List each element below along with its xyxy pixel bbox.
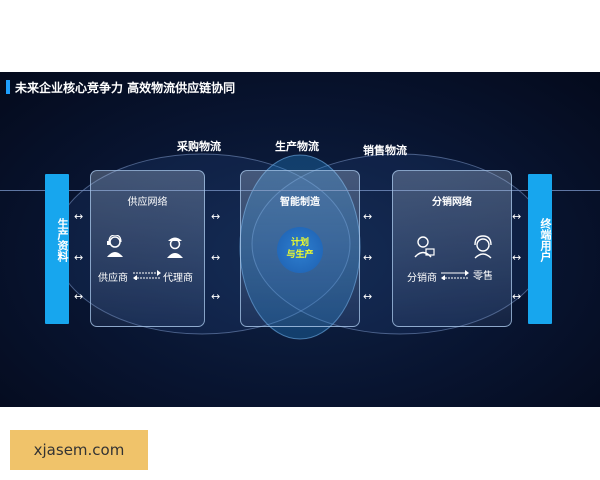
person-card-icon <box>414 236 435 258</box>
right-bar-label: 终端用户 <box>539 218 552 262</box>
watermark-text: xjasem.com <box>33 441 125 459</box>
distribution-network-title: 分销网络 <box>432 197 472 208</box>
slide-canvas: 未来企业核心竞争力 高效物流供应链协同 采购物流 生产物流 销售物流 生产资料 … <box>0 72 600 407</box>
double-arrow-icon: ↔ <box>512 290 521 303</box>
title-accent-bar <box>6 80 10 94</box>
distribution-network-box: 分销网络 分销商 零售 <box>392 170 512 327</box>
flow-label-production: 生产物流 <box>275 140 319 153</box>
double-arrow-icon: ↔ <box>211 290 220 303</box>
person-headphones-icon <box>474 235 492 259</box>
left-bar-production-materials: 生产资料 <box>45 174 69 324</box>
double-arrow-icon: ↔ <box>363 251 372 264</box>
double-arrow-icon: ↔ <box>74 251 83 264</box>
flow-label-sales: 销售物流 <box>363 144 407 157</box>
supplier-label: 供应商 <box>98 273 128 284</box>
double-arrow-icon: ↔ <box>211 210 220 223</box>
flow-ellipses <box>53 153 549 340</box>
planning-production-circle: 计划 与生产 <box>277 227 323 273</box>
slide-title: 未来企业核心竞争力 高效物流供应链协同 <box>15 81 236 95</box>
agent-label: 代理商 <box>163 273 193 284</box>
supply-network-box: 供应网络 供应商 代理商 <box>90 170 205 327</box>
horizontal-guide-line <box>0 190 600 191</box>
center-text-line-2: 与生产 <box>286 250 314 260</box>
retail-label: 零售 <box>473 271 493 282</box>
exchange-arrows-icon <box>133 270 161 280</box>
double-arrow-icon: ↔ <box>363 210 372 223</box>
double-arrow-icon: ↔ <box>74 290 83 303</box>
right-bar-end-users: 终端用户 <box>528 174 552 324</box>
double-arrow-icon: ↔ <box>363 290 372 303</box>
center-text-line-1: 计划 <box>290 238 309 248</box>
double-arrow-icon: ↔ <box>512 251 521 264</box>
watermark-badge: xjasem.com <box>10 430 148 470</box>
supply-network-title: 供应网络 <box>127 197 168 208</box>
smart-manufacturing-title: 智能制造 <box>280 197 320 208</box>
person-headset-icon <box>107 235 123 257</box>
distributor-label: 分销商 <box>407 273 437 284</box>
exchange-arrows-icon <box>441 270 469 280</box>
double-arrow-icon: ↔ <box>74 210 83 223</box>
left-bar-label: 生产资料 <box>56 218 69 262</box>
flow-label-procurement: 采购物流 <box>177 140 221 153</box>
double-arrow-icon: ↔ <box>512 210 521 223</box>
double-arrow-icon: ↔ <box>211 251 220 264</box>
person-cap-icon <box>167 237 183 258</box>
